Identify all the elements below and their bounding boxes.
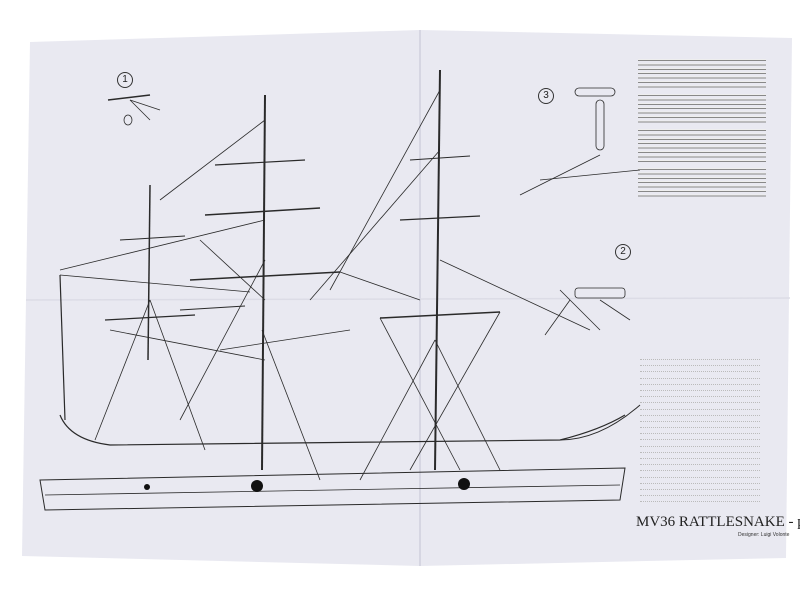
detail-2-drawing (544, 287, 631, 336)
detail-label-2: 2 (615, 244, 631, 260)
detail-label-1: 1 (117, 72, 133, 88)
detail-1-drawing (107, 94, 161, 126)
plan-title: MV36 RATTLESNAKE - plan 9 (636, 514, 800, 530)
deck-holes (144, 478, 470, 492)
detail-label-3: 3 (538, 88, 554, 104)
notes-text-block (638, 58, 766, 203)
detail-3-drawing (519, 87, 641, 196)
designer-credit: Designer: Luigi Volonte (738, 532, 790, 538)
fold-line-horizontal (25, 297, 791, 301)
parts-list-table (640, 355, 760, 504)
rigging-drawing (39, 69, 641, 511)
